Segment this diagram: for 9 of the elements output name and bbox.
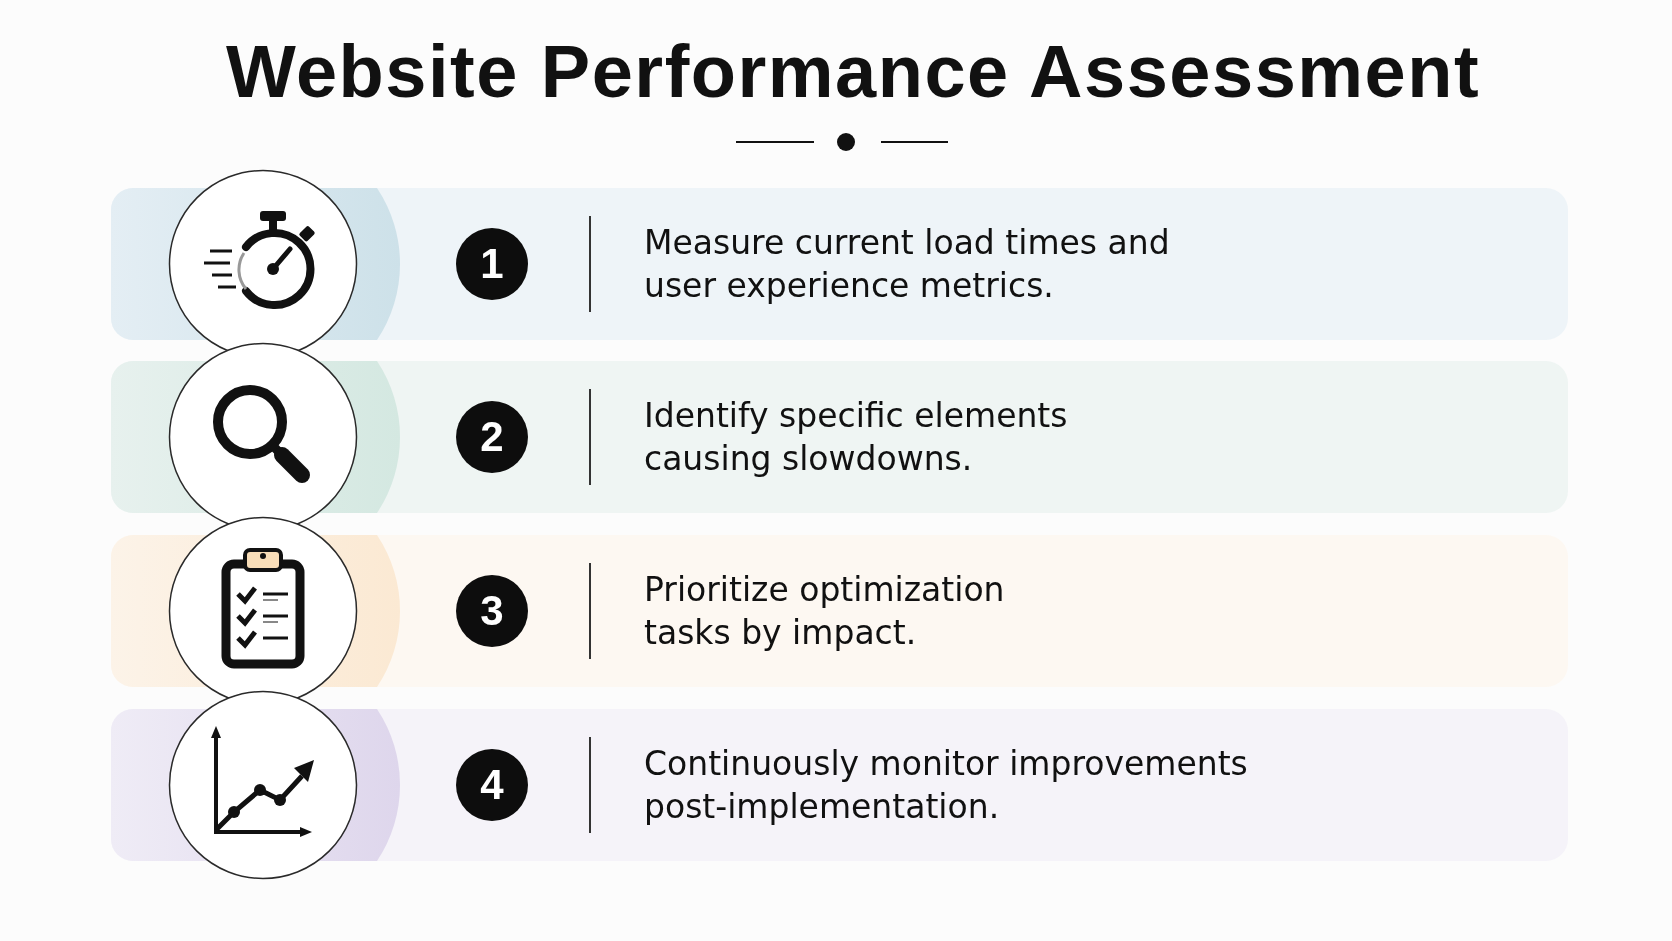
number-badge: 2 (456, 401, 528, 473)
number-badge: 3 (456, 575, 528, 647)
number-badge: 1 (456, 228, 528, 300)
step-text: Identify specific elements causing slowdowns. (644, 395, 1069, 480)
step-text: Prioritize optimization tasks by impact. (644, 569, 1006, 654)
step-text: Measure current load times and user experience metrics. (644, 222, 1171, 307)
title: Website Performance Assessment (225, 30, 1481, 114)
number-badge: 4 (456, 749, 528, 821)
step-text: Continuously monitor improvements post-implementation. (644, 743, 1249, 828)
